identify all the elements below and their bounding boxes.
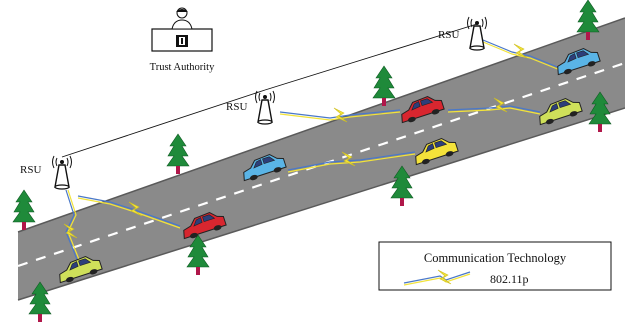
link-rsu1-olive [65,189,81,263]
rsu-label: RSU [226,101,247,113]
antenna-icon [51,155,73,190]
trust-authority: Trust Authority [150,7,215,73]
tree-icon [166,133,190,175]
trust-authority-icon [151,7,213,52]
legend-link-icon [403,269,471,286]
rsu-label: RSU [438,29,459,41]
lane-marking [17,61,625,268]
wireless-links [65,39,561,263]
trust-authority-label: Trust Authority [150,62,215,73]
rsu-2: RSU [226,90,276,125]
legend: Communication Technology 802.11p [378,241,612,291]
rsu-1: RSU [20,155,73,190]
link-rsu1-red [77,195,181,229]
legend-title: Communication Technology [424,251,567,265]
rsu-backbone-links [61,23,478,158]
tree-icon [12,189,36,231]
rsu-label: RSU [20,164,41,176]
antenna-icon [466,16,488,51]
rsu-3: RSU [438,16,488,51]
road [17,17,625,301]
antenna-icon [254,90,276,125]
legend-item-label: 802.11p [490,272,529,286]
